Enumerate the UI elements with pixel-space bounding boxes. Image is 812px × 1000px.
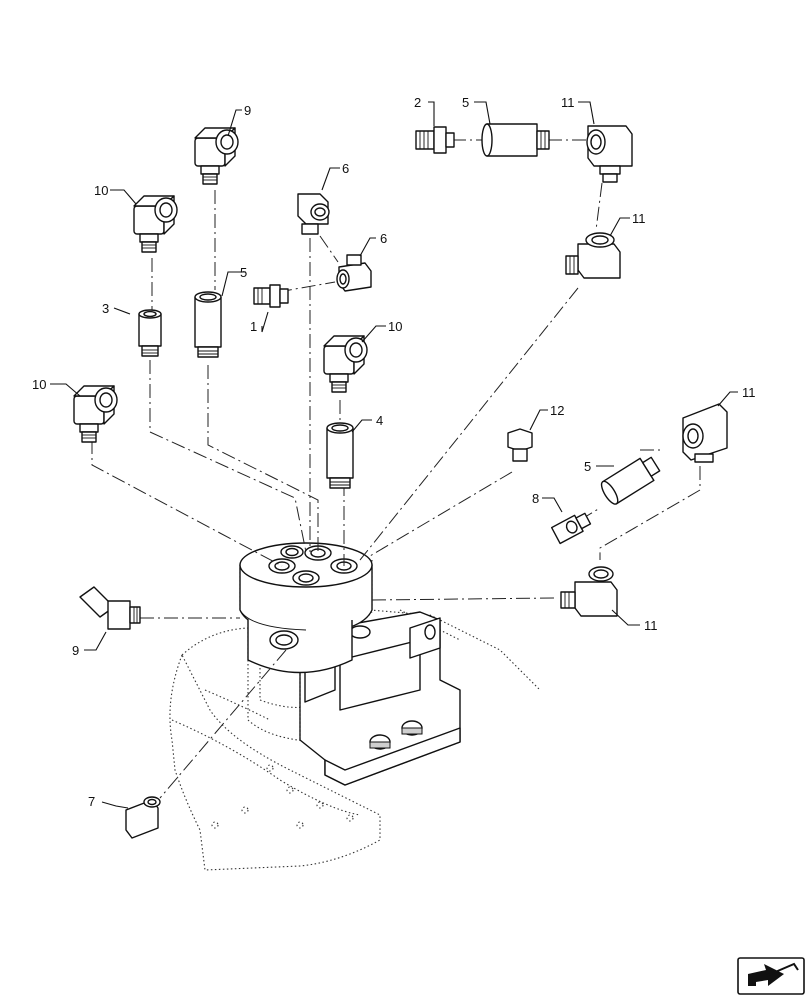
callout-11-top: 11 <box>561 95 575 110</box>
fitting-7-elbow <box>125 796 161 839</box>
callout-11-lower: 11 <box>644 618 658 633</box>
callout-leaders <box>50 101 738 809</box>
callout-5-left: 5 <box>240 265 247 280</box>
callout-6-a: 6 <box>342 161 349 176</box>
rotary-manifold <box>239 542 373 674</box>
fitting-5-connector-top <box>481 123 550 157</box>
callout-7: 7 <box>88 794 95 809</box>
fitting-11-elbow-top <box>586 125 633 183</box>
callout-4: 4 <box>376 413 383 428</box>
fitting-11-elbow-lower <box>560 566 618 617</box>
callout-6-b: 6 <box>380 231 387 246</box>
fitting-9-45deg <box>79 586 141 630</box>
fitting-10-elbow-a <box>194 127 239 185</box>
callout-1: 1 <box>250 319 257 334</box>
callout-11-right: 11 <box>742 385 756 400</box>
callout-10-b: 10 <box>94 183 108 198</box>
fitting-10-elbow-b <box>133 195 178 253</box>
fitting-11-elbow-right <box>682 403 728 463</box>
callout-2: 2 <box>414 95 421 110</box>
callout-10-a: 9 <box>244 103 251 118</box>
callout-10-c: 10 <box>388 319 402 334</box>
fitting-6-elbow-a <box>297 193 330 235</box>
callout-11-mid: 11 <box>632 211 646 226</box>
callout-8: 8 <box>532 491 539 506</box>
fitting-3-reducer <box>138 309 162 357</box>
fitting-1-nipple <box>253 284 289 308</box>
callout-labels: 2 5 11 9 10 6 6 11 5 3 1 10 10 4 12 11 5… <box>32 95 756 809</box>
fitting-6-elbow-b <box>336 254 372 292</box>
callout-3: 3 <box>102 301 109 316</box>
fitting-10-elbow-c <box>323 335 368 393</box>
fitting-11-elbow-mid <box>565 232 621 279</box>
fitting-2-nipple <box>415 126 455 154</box>
fitting-4-connector <box>326 422 354 489</box>
callout-9: 9 <box>72 643 79 658</box>
fitting-8-small-elbow <box>550 512 592 545</box>
fitting-12-plug <box>507 428 533 462</box>
fitting-10-elbow-d <box>73 385 118 443</box>
callout-12: 12 <box>550 403 564 418</box>
mounting-bracket <box>299 611 461 786</box>
fitting-5-connector-right <box>600 456 661 505</box>
callout-10-d: 10 <box>32 377 46 392</box>
fitting-5-connector-left <box>194 291 222 358</box>
callout-5-top: 5 <box>462 95 469 110</box>
callout-5-right: 5 <box>584 459 591 474</box>
orientation-arrow-icon <box>737 957 805 995</box>
